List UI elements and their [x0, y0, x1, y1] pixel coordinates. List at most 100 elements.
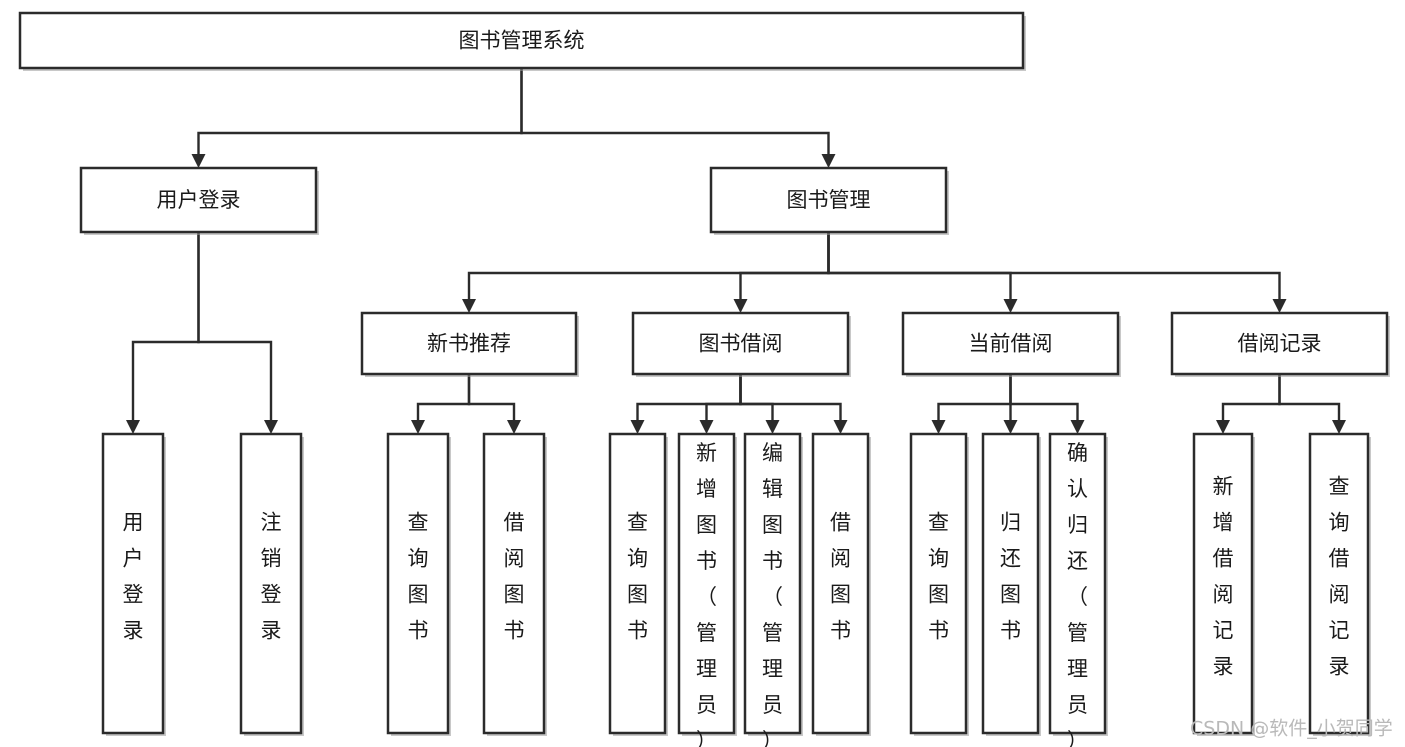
node-rect[interactable] [608, 432, 667, 735]
node-rect[interactable] [811, 432, 870, 735]
edges-layer [126, 68, 1346, 434]
edge-arrowhead [1070, 420, 1085, 434]
node-rect[interactable] [360, 311, 578, 376]
node-leaf-c-confirm[interactable]: 确认归还（管理员） [1048, 432, 1108, 747]
node-newrec[interactable]: 新书推荐 [360, 311, 579, 377]
edge-records-to-leaf-r-add [1216, 374, 1281, 434]
edge-arrowhead [507, 420, 521, 434]
node-rect[interactable] [18, 11, 1025, 70]
edge-line [467, 232, 830, 300]
node-leaf-r-query[interactable]: 查询借阅记录 [1308, 432, 1371, 736]
edge-arrowhead [733, 299, 748, 313]
edge-arrowhead [264, 420, 278, 434]
node-label: 用户登录 [123, 511, 144, 643]
edge-line [416, 374, 471, 421]
edge-login-to-leaf-login [126, 232, 200, 434]
csdn-watermark: CSDN @软件_小贺同学 [1190, 718, 1393, 740]
node-rect[interactable] [386, 432, 450, 735]
edge-bookmgmt-to-records [827, 232, 1287, 313]
node-rect[interactable] [909, 432, 968, 735]
node-label: 查询图书 [627, 511, 648, 643]
node-label: 新增图书（管理员） [696, 441, 717, 747]
edge-arrowhead [411, 420, 425, 434]
node-rect[interactable] [901, 311, 1120, 376]
edge-login-to-leaf-logout [197, 232, 278, 434]
node-label: 图书管理系统 [459, 29, 585, 53]
edge-line [1221, 374, 1281, 421]
node-root[interactable]: 图书管理系统 [18, 11, 1026, 71]
node-rect[interactable] [1308, 432, 1370, 735]
node-label: 借阅图书 [504, 511, 525, 643]
edge-line [937, 374, 1012, 421]
edge-arrowhead [699, 420, 714, 434]
edge-line [705, 374, 742, 421]
edge-line [1009, 374, 1079, 421]
node-label: 查询借阅记录 [1329, 475, 1350, 679]
node-leaf-b-add[interactable]: 新增图书（管理员） [677, 432, 737, 747]
node-label: 新书推荐 [427, 332, 511, 356]
node-label: 借阅记录 [1238, 332, 1322, 356]
node-label: 查询图书 [408, 511, 429, 643]
node-label: 查询图书 [928, 511, 949, 643]
node-leaf-c-query[interactable]: 查询图书 [909, 432, 969, 736]
node-rect[interactable] [1170, 311, 1389, 376]
node-rect[interactable] [1048, 432, 1107, 735]
edge-arrowhead [931, 420, 946, 434]
nodes-layer: 图书管理系统用户登录图书管理新书推荐图书借阅当前借阅借阅记录用户登录注销登录查询… [18, 11, 1390, 747]
edge-arrowhead [126, 420, 140, 434]
edge-arrowhead [821, 154, 836, 168]
edge-newrec-to-leaf-n-query [411, 374, 471, 434]
edge-line [739, 374, 774, 421]
edge-line [827, 232, 1012, 300]
node-label: 新增借阅记录 [1213, 475, 1234, 679]
edge-borrow-to-leaf-b-lend [739, 374, 848, 434]
edge-borrow-to-leaf-b-add [699, 374, 742, 434]
node-leaf-r-add[interactable]: 新增借阅记录 [1192, 432, 1255, 736]
node-leaf-logout[interactable]: 注销登录 [239, 432, 304, 736]
edge-newrec-to-leaf-n-borrow [467, 374, 521, 434]
node-leaf-c-return[interactable]: 归还图书 [981, 432, 1041, 736]
edge-arrowhead [1003, 299, 1018, 313]
node-label: 注销登录 [261, 511, 282, 643]
edge-arrowhead [1216, 420, 1230, 434]
node-records[interactable]: 借阅记录 [1170, 311, 1390, 377]
node-current[interactable]: 当前借阅 [901, 311, 1121, 377]
node-label: 归还图书 [1000, 511, 1021, 643]
node-leaf-b-query[interactable]: 查询图书 [608, 432, 668, 736]
node-label: 用户登录 [157, 188, 241, 212]
node-leaf-login[interactable]: 用户登录 [101, 432, 166, 736]
edge-line [827, 232, 1281, 300]
node-leaf-n-borrow[interactable]: 借阅图书 [482, 432, 547, 736]
node-rect[interactable] [743, 432, 802, 735]
node-login[interactable]: 用户登录 [79, 166, 319, 235]
edge-arrowhead [630, 420, 645, 434]
edge-line [197, 68, 523, 155]
node-rect[interactable] [239, 432, 303, 735]
node-rect[interactable] [981, 432, 1040, 735]
edge-records-to-leaf-r-query [1278, 374, 1346, 434]
node-leaf-n-query[interactable]: 查询图书 [386, 432, 451, 736]
node-label: 编辑图书（管理员） [762, 441, 783, 747]
node-leaf-b-lend[interactable]: 借阅图书 [811, 432, 871, 736]
node-rect[interactable] [709, 166, 948, 234]
edge-line [739, 232, 830, 300]
edge-arrowhead [1003, 420, 1018, 434]
node-bookmgmt[interactable]: 图书管理 [709, 166, 949, 235]
node-leaf-b-edit[interactable]: 编辑图书（管理员） [743, 432, 803, 747]
node-rect[interactable] [1192, 432, 1254, 735]
node-borrow[interactable]: 图书借阅 [631, 311, 851, 377]
edge-arrowhead [765, 420, 780, 434]
node-label: 图书借阅 [699, 332, 783, 356]
node-rect[interactable] [101, 432, 165, 735]
node-label: 借阅图书 [830, 511, 851, 643]
edge-line [197, 232, 273, 421]
edge-arrowhead [833, 420, 848, 434]
node-rect[interactable] [79, 166, 318, 234]
edge-line [520, 68, 830, 155]
node-rect[interactable] [631, 311, 850, 376]
node-rect[interactable] [677, 432, 736, 735]
edge-root-to-bookmgmt [520, 68, 836, 168]
node-rect[interactable] [482, 432, 546, 735]
edge-bookmgmt-to-borrow [733, 232, 830, 313]
